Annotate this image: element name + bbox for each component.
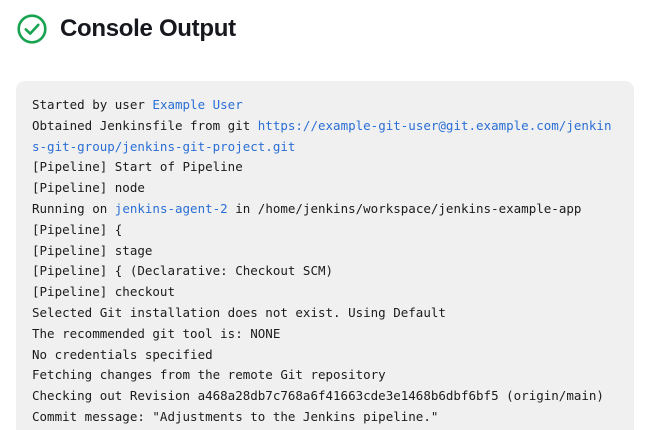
console-log-line: Running on jenkins-agent-2 in /home/jenk… xyxy=(32,199,618,220)
console-log-text: [Pipeline] stage xyxy=(32,242,153,258)
console-log-text: Fetching changes from the remote Git rep… xyxy=(32,367,386,383)
console-log-line: Commit message: "Adjustments to the Jenk… xyxy=(32,407,618,428)
console-log-line: [Pipeline] { (Declarative: Checkout SCM) xyxy=(32,261,618,282)
console-log-link[interactable]: https://example-git-user@git.example.com… xyxy=(32,117,612,154)
page-title: Console Output xyxy=(60,15,236,42)
console-log-text: Started by user xyxy=(32,97,153,112)
console-log-text: Selected Git installation does not exist… xyxy=(32,304,446,320)
console-log-text: [Pipeline] { (Declarative: Checkout SCM) xyxy=(32,263,334,279)
console-log-text: [Pipeline] { xyxy=(32,221,123,237)
console-log-line: [Pipeline] stage xyxy=(32,241,618,262)
console-log-link[interactable]: Example User xyxy=(152,97,243,112)
console-log-text: Running on xyxy=(32,200,115,216)
console-log-link[interactable]: jenkins-agent-2 xyxy=(114,200,228,216)
console-log-line: [Pipeline] Start of Pipeline xyxy=(32,157,618,178)
console-log-line: Selected Git installation does not exist… xyxy=(32,303,618,324)
console-log-line: Checking out Revision a468a28db7c768a6f4… xyxy=(32,386,618,407)
console-log-text: Commit message: "Adjustments to the Jenk… xyxy=(32,408,439,424)
console-log-line: The recommended git tool is: NONE xyxy=(32,324,618,345)
console-log-text: Checking out Revision a468a28db7c768a6f4… xyxy=(32,388,604,404)
console-log-text: [Pipeline] Start of Pipeline xyxy=(32,159,243,175)
console-log-line: [Pipeline] { xyxy=(32,220,618,241)
console-log-text: [Pipeline] checkout xyxy=(32,284,175,300)
console-log-text: No credentials specified xyxy=(32,346,213,362)
console-log-text: [Pipeline] node xyxy=(32,180,145,196)
check-circle-icon xyxy=(16,13,48,45)
console-log-text: The recommended git tool is: NONE xyxy=(32,325,281,341)
console-log-line: Fetching changes from the remote Git rep… xyxy=(32,365,618,386)
console-log-line: Started by user Example User xyxy=(32,95,618,116)
console-log-text: in /home/jenkins/workspace/jenkins-examp… xyxy=(227,200,582,216)
page-header: Console Output xyxy=(0,0,650,44)
console-log-text: Obtained Jenkinsfile from git xyxy=(32,117,258,133)
console-log-line: [Pipeline] checkout xyxy=(32,282,618,303)
console-log-line: No credentials specified xyxy=(32,345,618,366)
console-log-line: [Pipeline] node xyxy=(32,178,618,199)
console-log-line: Obtained Jenkinsfile from git https://ex… xyxy=(32,116,618,158)
